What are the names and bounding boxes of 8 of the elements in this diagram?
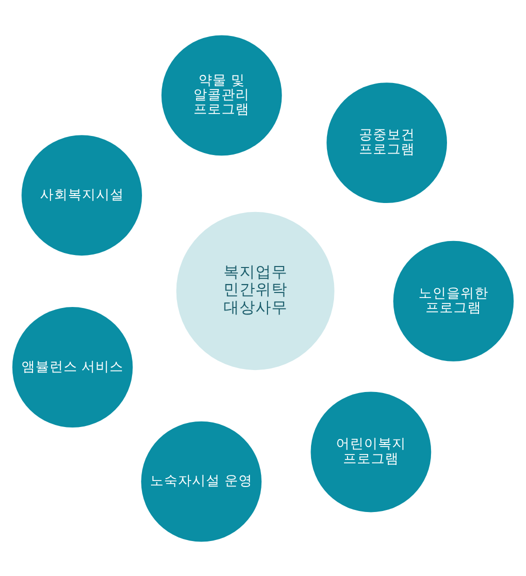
node-circle: 복지업무 민간위탁 대상사무 <box>176 211 334 370</box>
node-circle: 노숙자시설 운영 <box>141 420 262 542</box>
node-circle: 노인을위한 프로그램 <box>393 240 514 361</box>
node-circle: 사회복지시설 <box>22 134 142 256</box>
node-circle: 공중보건 프로그램 <box>326 82 447 203</box>
node-circle: 앰뷸런스 서비스 <box>12 306 133 427</box>
node-circle: 약물 및 알콜관리 프로그램 <box>161 34 282 156</box>
node-circle: 어린이복지 프로그램 <box>310 391 432 512</box>
